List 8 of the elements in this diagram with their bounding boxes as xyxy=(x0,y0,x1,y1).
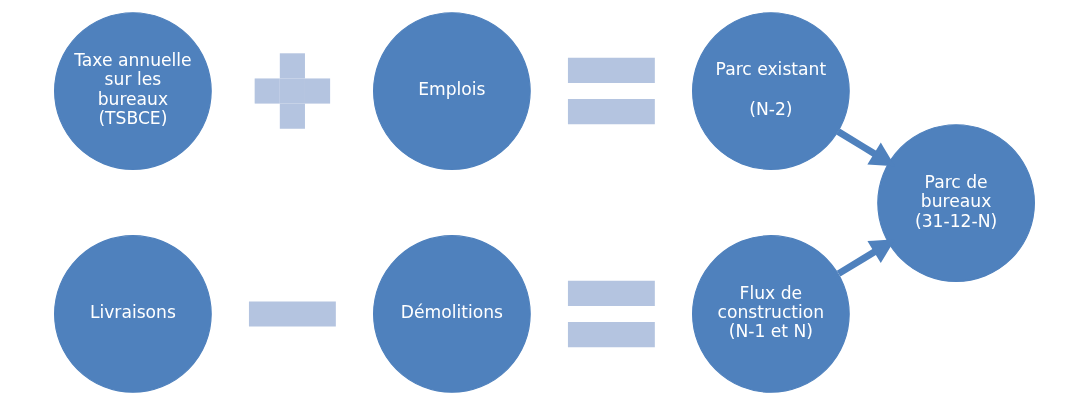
node-circle: Livraisons xyxy=(53,235,212,393)
node-circle: Flux de construction (N-1 et N) xyxy=(691,235,850,393)
node-circle: Parc de bureaux (31-12-N) xyxy=(876,124,1035,282)
node-circle: Démolitions xyxy=(372,235,531,393)
node-circle: Emplois xyxy=(372,12,531,170)
node-circle: Parc existant (N-2) xyxy=(691,12,850,170)
node-circle: Taxe annuelle sur les bureaux (TSBCE) xyxy=(53,12,212,170)
node-minus xyxy=(248,301,336,327)
